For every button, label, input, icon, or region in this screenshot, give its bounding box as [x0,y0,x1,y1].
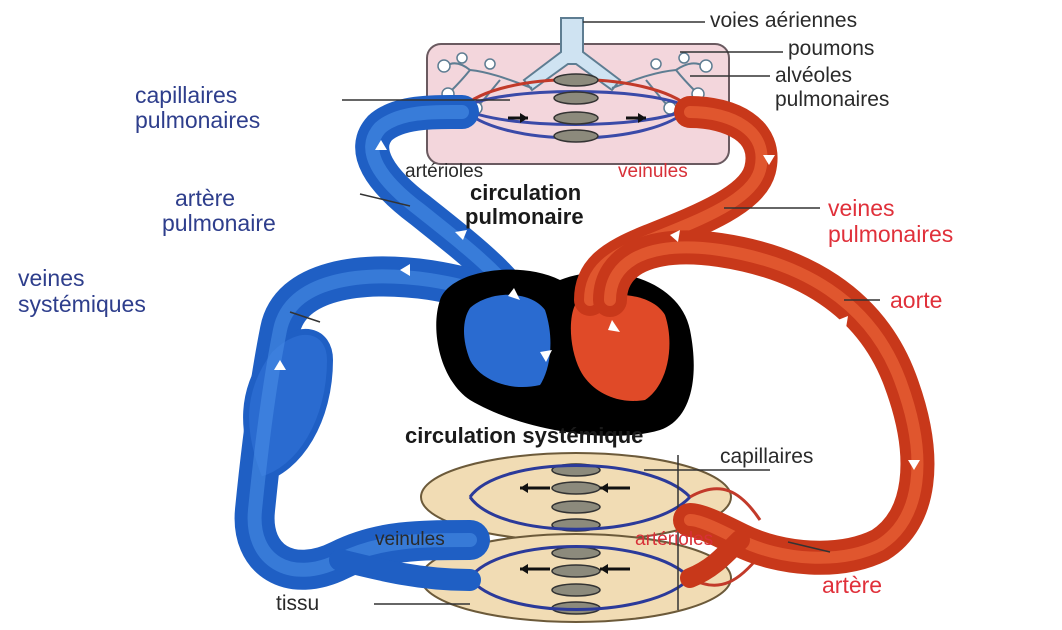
label-poumons: poumons [788,38,874,60]
label-capillaires-pulm-line2: pulmonaires [135,108,260,132]
heart [436,270,694,436]
label-arterioles-bottom: artérioles [635,530,713,550]
label-tissu: tissu [276,593,319,615]
label-alveoles-line2: pulmonaires [775,89,889,111]
label-veinules-top: veinules [618,162,688,182]
label-veines-syst-line2: systémiques [18,292,146,316]
label-artere: artère [822,573,882,597]
label-veines-pulm-line1: veines [828,196,894,220]
label-alveoles-line1: alvéoles [775,65,852,87]
label-voies-aeriennes: voies aériennes [710,10,857,32]
label-artere-pulm-line1: artère [175,186,235,210]
label-veines-syst-line1: veines [18,266,84,290]
label-arterioles-top: artérioles [405,162,483,182]
label-circulation-pulm-line1: circulation [470,181,581,204]
label-capillaires-pulm-line1: capillaires [135,83,237,107]
label-capillaires-bottom: capillaires [720,446,813,468]
label-artere-pulm-line2: pulmonaire [162,211,276,235]
label-veines-pulm-line2: pulmonaires [828,222,953,246]
label-aorte: aorte [890,288,942,312]
label-circulation-pulm-line2: pulmonaire [465,205,584,228]
label-circulation-syst: circulation systémique [405,424,643,447]
label-veinules-bottom: veinules [375,530,445,550]
